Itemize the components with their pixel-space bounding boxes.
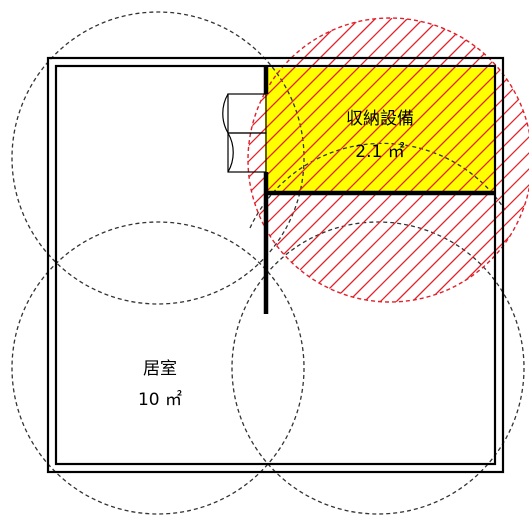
coverage-circle-bottom-left	[11, 221, 305, 515]
hatch-line	[443, 18, 529, 302]
coverage-arc-storage	[249, 142, 506, 229]
storage-doors	[222, 93, 267, 173]
hatch-line	[379, 18, 529, 302]
outer-wall-outer	[46, 56, 505, 474]
hatch-line	[248, 18, 281, 302]
outer-wall-inner	[54, 64, 497, 466]
door-leaf-top	[227, 93, 267, 134]
hatch-line	[315, 18, 529, 302]
coverage-circle-bottom-right	[231, 221, 525, 515]
room-area-label: 10 ㎡	[138, 390, 182, 410]
door-swing-bottom	[227, 132, 234, 173]
hatch-line	[248, 18, 297, 302]
hatch-line	[299, 18, 529, 302]
outer-walls	[46, 56, 505, 474]
hatch-line	[248, 18, 249, 302]
coverage-circles	[11, 11, 525, 515]
door-leaf-bottom	[227, 132, 267, 173]
hatch-line	[248, 18, 265, 302]
hatch-line	[491, 18, 529, 302]
storage-area-label: 2.1 ㎡	[355, 142, 404, 162]
storage-name-label: 収納設備	[346, 109, 414, 129]
hatch-line	[363, 18, 529, 302]
hatch-line	[411, 18, 529, 302]
red-dashed-circle	[247, 17, 529, 303]
room-name-label: 居室	[143, 359, 177, 379]
hatch-line	[507, 18, 529, 302]
coverage-circle-top-left	[11, 11, 305, 305]
hatch-line	[347, 18, 529, 302]
hatch-line	[523, 18, 529, 302]
storage-walls	[263, 66, 495, 314]
door-swing-top	[222, 93, 229, 134]
hatch-line	[395, 18, 529, 302]
hatch-line	[427, 18, 529, 302]
hatch-line	[331, 18, 529, 302]
